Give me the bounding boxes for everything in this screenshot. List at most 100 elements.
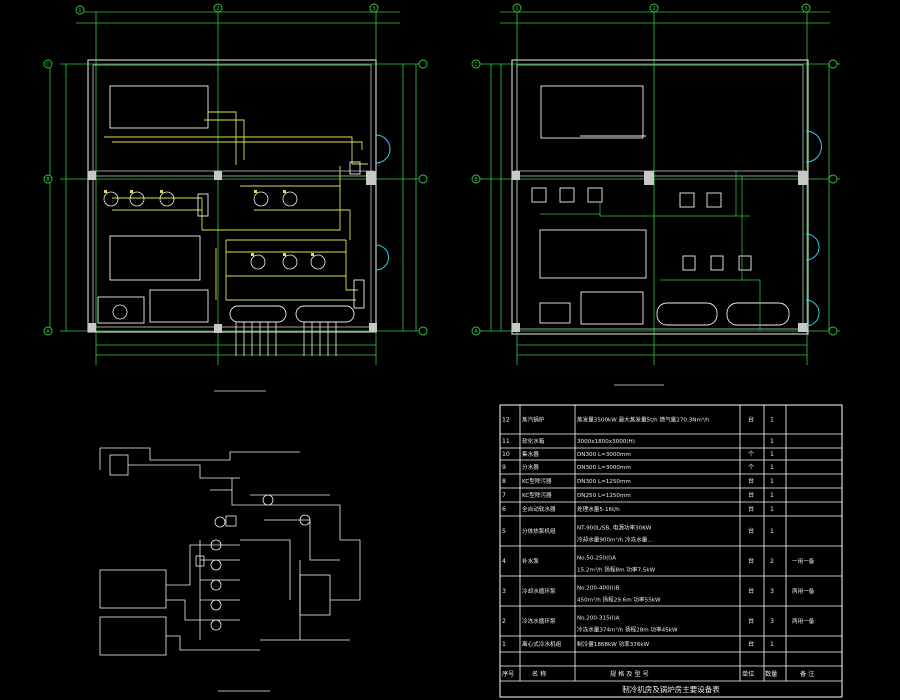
table-cell-name: 蒸汽锅炉 [522, 416, 545, 424]
left-plan-pipe-drops [235, 322, 337, 356]
table-header-qty: 数量 [765, 670, 777, 678]
table-cell-unit: 台 [748, 557, 754, 565]
right-floor-plan: 1 2 3 C B A [471, 3, 840, 386]
table-cell-spec: 15.2m³/h 扬程8m 功率7.5kW [577, 565, 656, 573]
left-plan-axis-labels: 1 2 3 C B A [46, 6, 375, 335]
table-cell-name: 冷冻水循环泵 [522, 617, 556, 625]
left-plan-doors [375, 134, 391, 271]
table-cell-no: 12 [502, 417, 510, 424]
left-plan-walls [87, 59, 377, 333]
table-cell-no: 8 [502, 478, 506, 485]
table-cell-unit: 台 [748, 491, 754, 499]
table-cell-qty: 3 [770, 588, 774, 595]
right-axis-side-c: C [474, 62, 478, 68]
table-cell-note: 一用一备 [792, 557, 815, 565]
table-header-name: 名 称 [532, 670, 546, 678]
table-cell-qty: 3 [770, 618, 774, 625]
table-cell-unit: 台 [748, 587, 754, 595]
table-cell-qty: 1 [770, 478, 774, 485]
table-cell-spec: 3000x1800x3000(H) [577, 439, 635, 445]
table-cell-qty: 1 [770, 506, 774, 513]
table-cell-spec: No.200-315(I)A [577, 615, 620, 621]
right-axis-side-a: A [474, 329, 478, 335]
table-cell-name: 软化水箱 [522, 437, 545, 445]
left-plan-pipes [104, 111, 368, 301]
table-cell-no: 4 [502, 558, 506, 565]
table-cell-spec: NT-900L/SB, 电源功率30KW [577, 523, 652, 531]
table-cell-qty: 2 [770, 558, 774, 565]
table-cell-unit: 台 [748, 477, 754, 485]
table-cell-note: 两用一备 [792, 587, 815, 595]
table-cell-qty: 1 [770, 438, 774, 445]
right-plan-equipment [531, 85, 790, 326]
left-plan-pump-markers [104, 190, 314, 256]
left-plan-axis-bubbles [43, 3, 428, 336]
table-cell-spec: No.200-400(I)B [577, 585, 620, 591]
table-cell-unit: 台 [748, 527, 754, 535]
table-cell-no: 6 [502, 506, 506, 513]
table-cell-spec: 制冷量1868kW 功率376kW [577, 640, 650, 648]
table-cell-spec: 冷冻水量374m³/h 扬程28m 功率45kW [577, 625, 678, 633]
table-cell-no: 7 [502, 492, 506, 499]
table-cell-spec: DN300 L=3000mm [577, 452, 631, 458]
table-cell-name: 集水器 [522, 450, 539, 458]
left-axis-top-3: 3 [372, 6, 375, 12]
left-axis-side-c: C [46, 62, 50, 68]
table-cell-no: 9 [502, 464, 506, 471]
table-header-unit: 单位 [742, 670, 754, 678]
table-cell-name: 补水泵 [522, 557, 539, 565]
table-cell-qty: 1 [770, 464, 774, 471]
table-cell-name: 分水器 [522, 463, 539, 471]
piping-schematic [99, 447, 361, 692]
table-cell-name: 全自动软水器 [522, 505, 556, 513]
left-axis-top-2: 2 [216, 6, 219, 12]
table-cell-spec: 处理水量5-16t/h [577, 505, 620, 513]
table-cell-no: 11 [502, 438, 510, 445]
table-cell-name: 分体热泵机组 [522, 527, 556, 535]
right-plan-axis-bubbles [471, 3, 838, 336]
table-cell-unit: 个 [748, 464, 754, 471]
right-plan-axis-labels: 1 2 3 C B A [474, 6, 807, 335]
left-plan-equipment [97, 161, 365, 324]
table-cell-no: 3 [502, 588, 506, 595]
table-border [499, 404, 843, 698]
right-plan-leaders [540, 170, 761, 330]
left-plan-pumps [103, 191, 326, 320]
left-boiler-box [109, 85, 209, 129]
table-cell-spec: 冷却水量900m³/h 冷冻水量… [577, 535, 653, 543]
table-cell-no: 2 [502, 618, 506, 625]
table-grid [500, 405, 842, 682]
table-cell-no: 1 [502, 641, 506, 648]
table-cell-unit: 台 [748, 505, 754, 513]
table-cell-unit: 台 [748, 617, 754, 625]
right-axis-top-2: 2 [652, 6, 655, 12]
table-cell-no: 10 [502, 451, 510, 458]
table-cell-name: KC型除污器 [522, 477, 552, 485]
table-cell-no: 5 [502, 528, 506, 535]
table-cell-qty: 1 [770, 641, 774, 648]
table-cell-spec: DN250 L=1250mm [577, 493, 631, 499]
right-plan-columns [512, 171, 808, 332]
right-plan-doors [805, 130, 822, 327]
table-cell-note: 两用一备 [792, 617, 815, 625]
table-cell-qty: 1 [770, 528, 774, 535]
table-cell-spec: No.50-250(I)A [577, 555, 616, 561]
table-cell-unit: 台 [748, 416, 754, 424]
right-axis-top-1: 1 [515, 6, 518, 12]
table-cell-qty: 1 [770, 417, 774, 424]
left-floor-plan: 1 2 3 C B A [43, 3, 428, 392]
table-cell-name: 冷却水循环泵 [522, 587, 556, 595]
left-axis-side-b: B [46, 177, 50, 183]
right-plan-walls [511, 59, 809, 335]
table-cell-unit: 台 [748, 640, 754, 648]
table-cell-unit: 个 [748, 451, 754, 458]
table-header-no: 序号 [502, 670, 514, 678]
table-cell-spec: DN300 L=3000mm [577, 465, 631, 471]
table-header-note: 备 注 [800, 670, 814, 678]
left-axis-side-a: A [46, 329, 50, 335]
table-cell-spec: DN300 L=1250mm [577, 479, 631, 485]
left-axis-top-1: 1 [78, 8, 81, 14]
